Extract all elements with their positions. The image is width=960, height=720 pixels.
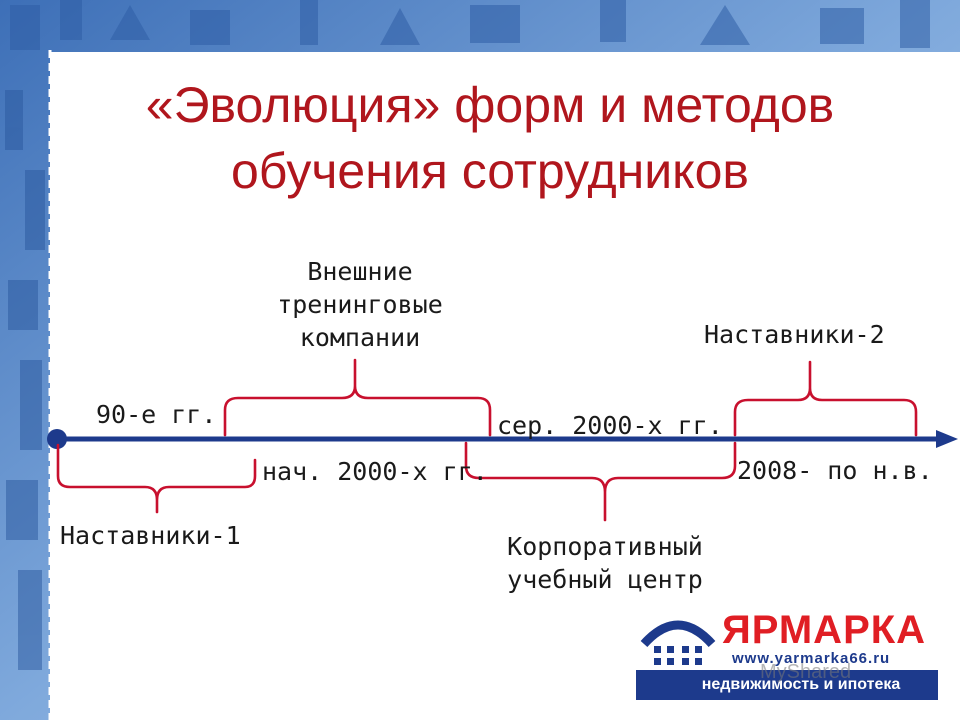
external-line-2: тренинговые <box>240 288 480 321</box>
bracket-external <box>225 360 490 435</box>
period-label-mid-2000s: сер. 2000-х гг. <box>497 409 723 442</box>
bracket-corporate <box>466 443 735 520</box>
external-line-3: компании <box>240 321 480 354</box>
bracket-mentors-1 <box>58 445 255 512</box>
corporate-line-1: Корпоративный <box>470 530 740 563</box>
house-icon <box>640 606 716 672</box>
form-label-mentors-1: Наставники-1 <box>60 519 241 552</box>
form-label-corporate-center: Корпоративный учебный центр <box>470 530 740 596</box>
period-label-2008-present: 2008- по н.в. <box>737 454 933 487</box>
external-line-1: Внешние <box>240 255 480 288</box>
corporate-line-2: учебный центр <box>470 563 740 596</box>
form-label-mentors-2: Наставники-2 <box>704 318 885 351</box>
yarmarka-logo: ЯРМАРКА www.yarmarka66.ru недвижимость и… <box>636 604 938 700</box>
watermark: MyShared <box>760 660 851 684</box>
bracket-mentors-2 <box>735 362 916 435</box>
period-label-early-2000s: нач. 2000-х гг. <box>262 455 488 488</box>
period-label-90s: 90-е гг. <box>96 398 216 431</box>
logo-wordmark: ЯРМАРКА <box>714 608 934 652</box>
form-label-external-training: Внешние тренинговые компании <box>240 255 480 354</box>
